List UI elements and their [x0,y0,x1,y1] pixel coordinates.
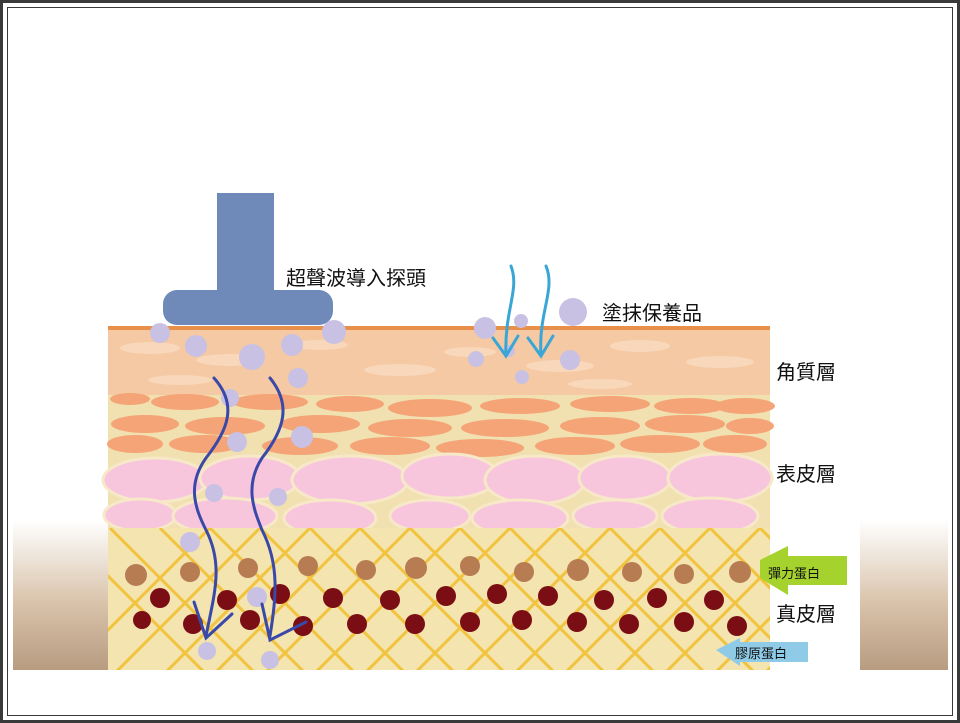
skincare-label: 塗抹保養品 [602,297,702,326]
probe-label: 超聲波導入探頭 [286,262,426,291]
epidermis-orange-cells [107,393,775,457]
stratum-corneum-label: 角質層 [776,356,836,385]
dermis-label: 真皮層 [776,598,836,627]
epidermis-label: 表皮層 [776,458,836,487]
skin-surface-line [108,326,770,330]
elastin-label: 彈力蛋白 [768,563,820,582]
collagen-label: 膠原蛋白 [735,643,787,662]
ultrasonic-probe [163,193,333,325]
